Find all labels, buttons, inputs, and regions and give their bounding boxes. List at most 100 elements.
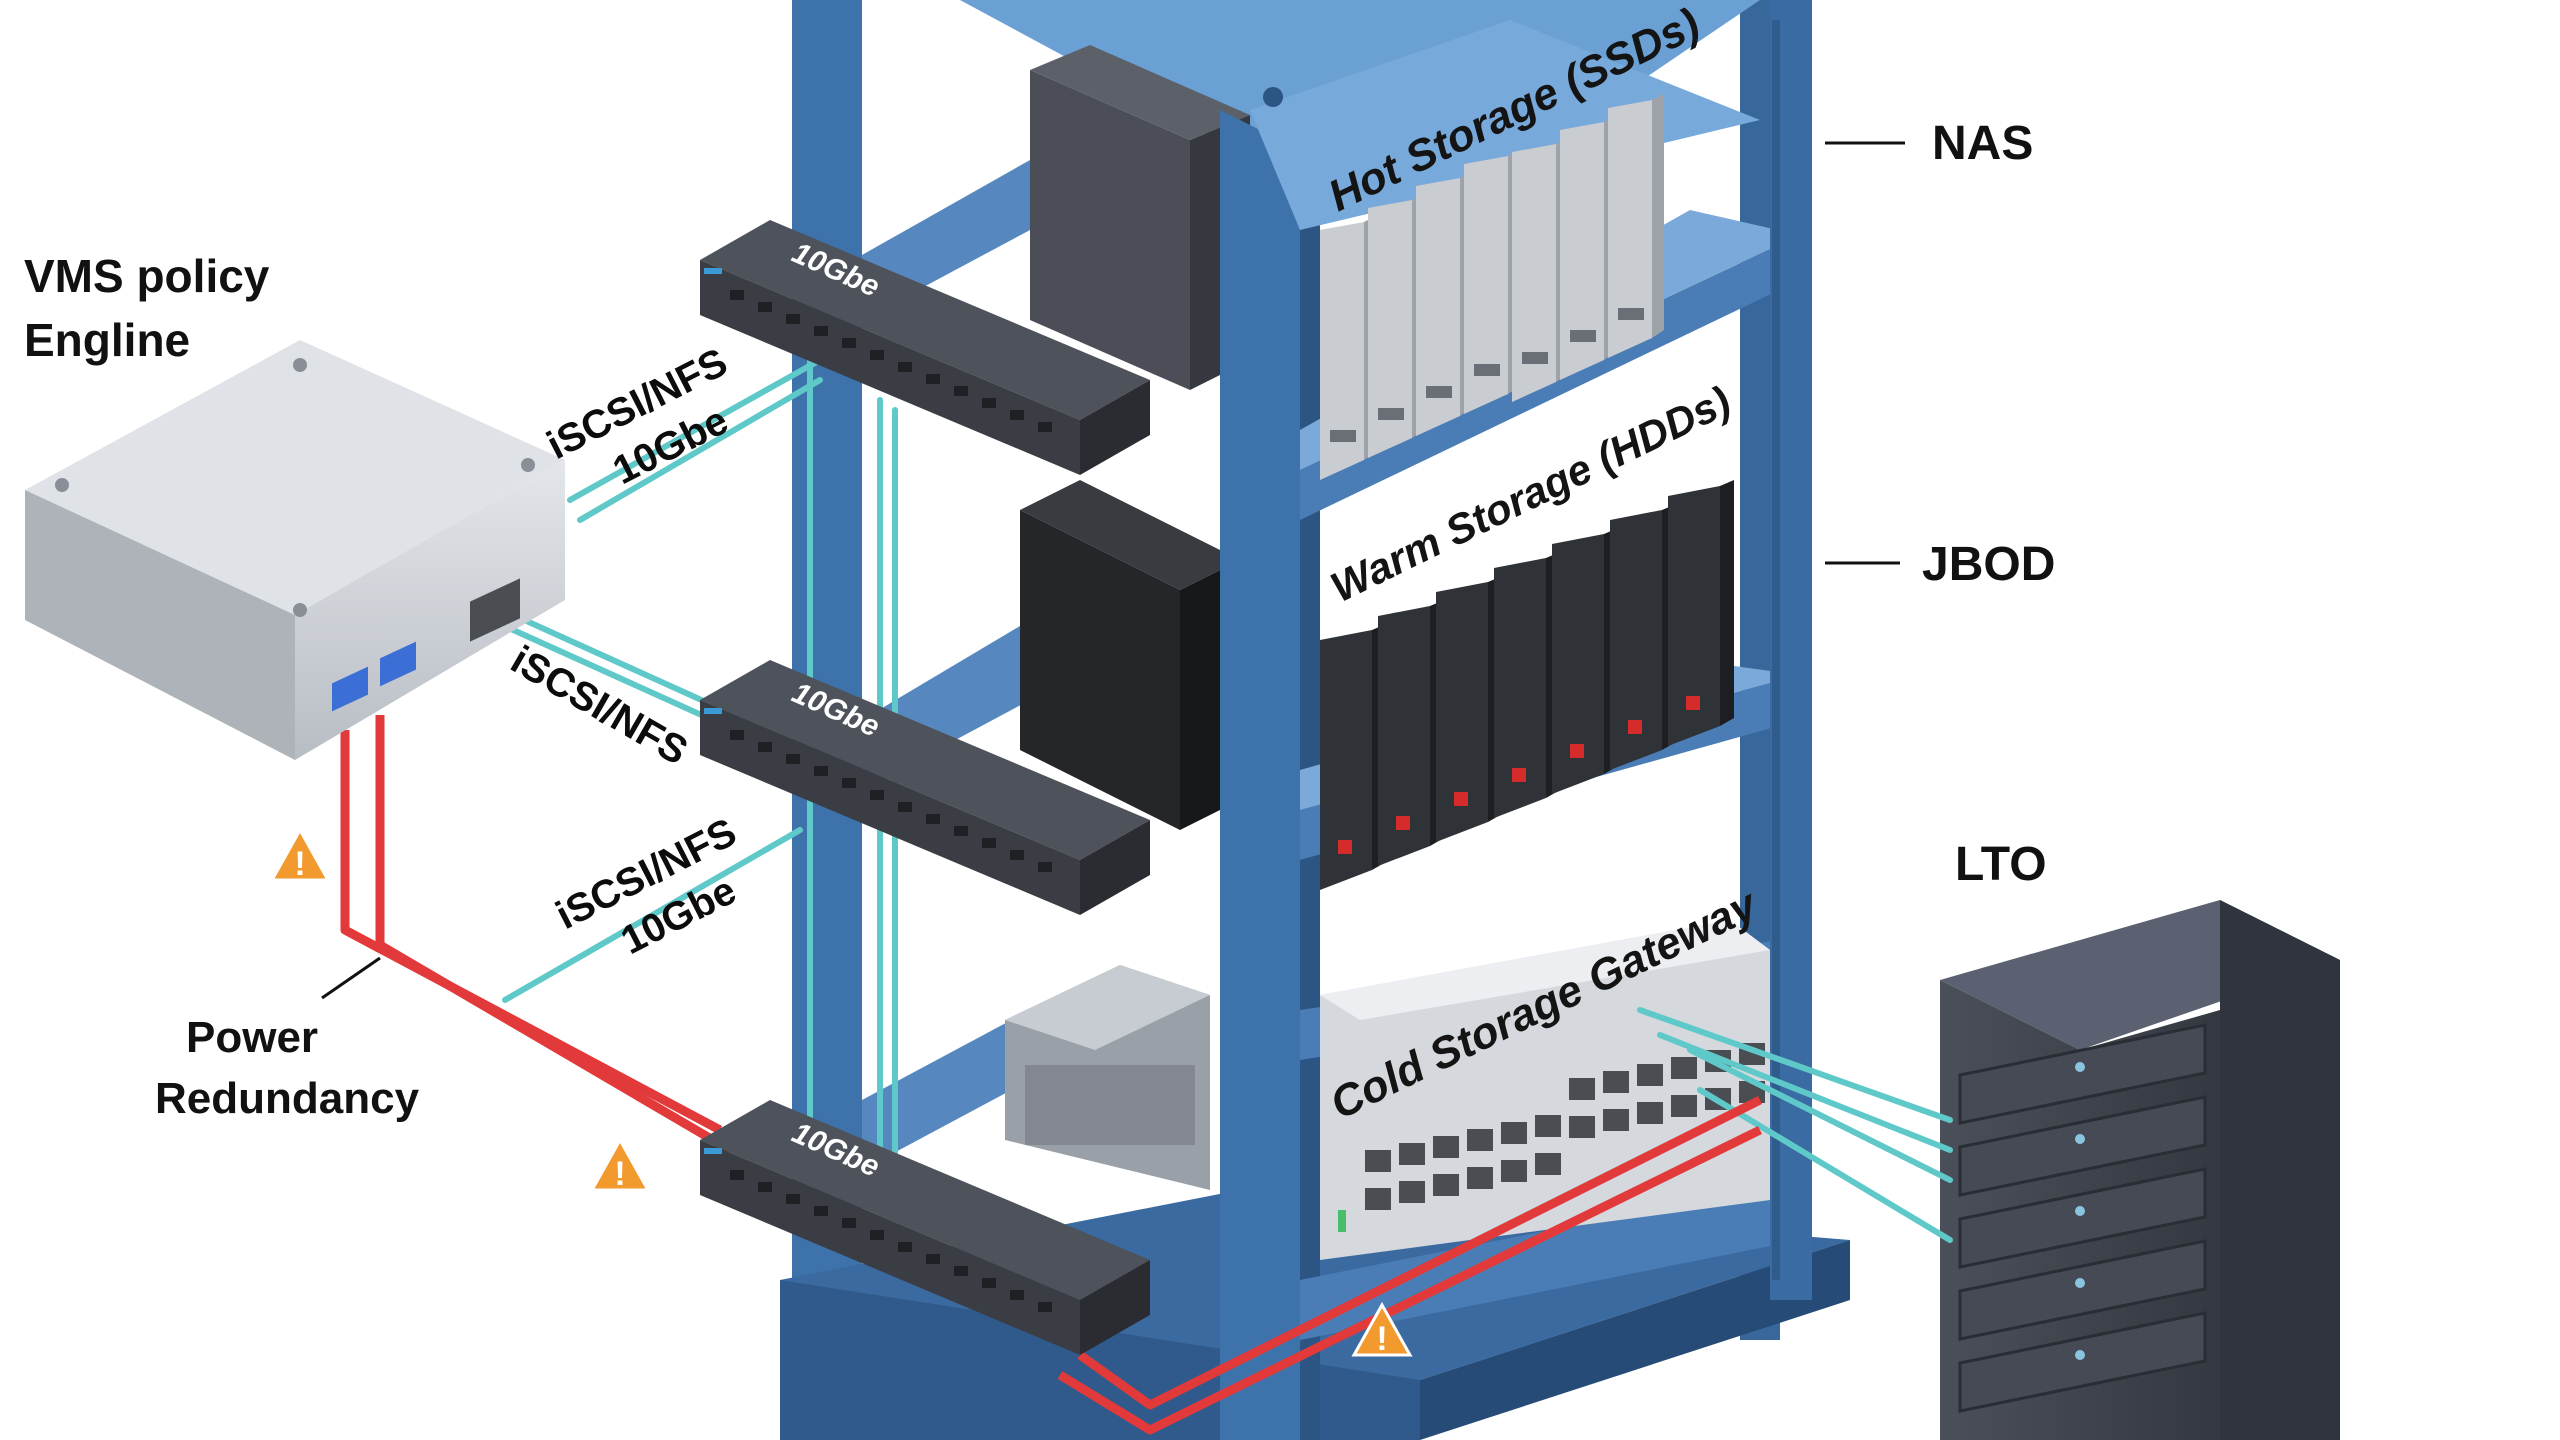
ssd-drive — [1464, 150, 1520, 414]
ethernet-port-icon — [730, 730, 744, 740]
ethernet-port-icon — [870, 1230, 884, 1240]
switch-top: 10Gbe — [700, 220, 1150, 475]
ethernet-port-icon — [786, 754, 800, 764]
ethernet-port-icon — [470, 578, 520, 642]
ethernet-port-icon — [1433, 1136, 1459, 1158]
warm-storage-hdds — [1320, 480, 1734, 890]
power-cable-b — [375, 715, 733, 1154]
usb-port-icon — [332, 666, 368, 712]
power-cables — [340, 715, 1763, 1435]
ethernet-port-icon — [1010, 850, 1024, 860]
lto-drive-slot — [1958, 1167, 2207, 1269]
ethernet-port-icon — [1637, 1064, 1663, 1086]
usb-port-icon — [380, 641, 416, 687]
ethernet-port-icon — [982, 838, 996, 848]
ethernet-port-icon — [814, 1206, 828, 1216]
hdd-drive — [1494, 552, 1560, 818]
status-led-icon — [1338, 1210, 1346, 1232]
ethernet-port-icon — [982, 1278, 996, 1288]
ethernet-port-icon — [954, 386, 968, 396]
power-cable-d — [1057, 1125, 1762, 1435]
rack-back-shelf-3 — [862, 1010, 1030, 1170]
warning-icon: ! — [269, 826, 331, 883]
vms-engine-label-line1: VMS policy — [24, 250, 270, 302]
nas-label: NAS — [1932, 117, 2033, 170]
svg-text:!: ! — [294, 845, 305, 883]
rack-post-holes — [1772, 20, 1780, 1280]
ethernet-port-icon — [786, 314, 800, 324]
switch-bottom: 10Gbe — [700, 1100, 1150, 1355]
lto-library — [1940, 900, 2340, 1440]
lto-label: LTO — [1955, 838, 2047, 891]
lto-drive-slot — [1958, 1239, 2207, 1341]
ethernet-port-icon — [1467, 1167, 1493, 1189]
gateway-port-array — [1365, 1043, 1765, 1210]
lto-drive-slots — [1958, 1023, 2207, 1413]
ethernet-port-icon — [1603, 1109, 1629, 1131]
vms-policy-engine — [25, 340, 565, 760]
ethernet-port-icon — [814, 326, 828, 336]
ethernet-port-icon — [1501, 1122, 1527, 1144]
ssd-drive — [1368, 194, 1424, 458]
ethernet-port-icon — [730, 290, 744, 300]
status-led-icon — [1686, 696, 1700, 710]
ethernet-port-icon — [1671, 1095, 1697, 1117]
svg-text:!: ! — [1376, 1320, 1387, 1358]
switch-middle: 10Gbe — [700, 660, 1150, 915]
ethernet-port-icon — [926, 374, 940, 384]
lto-drive-slot — [1958, 1095, 2207, 1197]
ethernet-port-icon — [730, 1170, 744, 1180]
warning-icon: ! — [589, 1136, 651, 1193]
ethernet-port-icon — [898, 362, 912, 372]
ethernet-port-icon — [758, 742, 772, 752]
ethernet-port-icon — [954, 1266, 968, 1276]
power-redundancy-label-line1: Power — [186, 1013, 318, 1062]
rack-top-plate — [1250, 20, 1760, 230]
ethernet-port-icon — [898, 1242, 912, 1252]
warning-icon: ! — [1351, 1301, 1413, 1358]
status-led-icon — [704, 1148, 722, 1154]
ethernet-port-icon — [982, 398, 996, 408]
ethernet-port-icon — [842, 778, 856, 788]
lto-drive-slot — [1958, 1311, 2207, 1413]
ethernet-port-icon — [1038, 862, 1052, 872]
ssd-drive — [1320, 216, 1376, 480]
ethernet-port-icon — [1535, 1153, 1561, 1175]
ethernet-port-icon — [1569, 1078, 1595, 1100]
hdd-drive — [1610, 504, 1676, 770]
ethernet-port-icon — [926, 814, 940, 824]
ethernet-port-icon — [1467, 1129, 1493, 1151]
ethernet-port-icon — [1433, 1174, 1459, 1196]
fiber-link-engine-bottom — [502, 827, 803, 1003]
ethernet-port-icon — [1637, 1102, 1663, 1124]
ethernet-port-icon — [1501, 1160, 1527, 1182]
power-leader — [321, 956, 381, 1000]
ethernet-port-icon — [1038, 1302, 1052, 1312]
ethernet-port-icon — [842, 1218, 856, 1228]
fiber-gateway-lto-4 — [1697, 1087, 1953, 1243]
ethernet-port-icon — [870, 350, 884, 360]
jbod-label: JBOD — [1922, 538, 2055, 591]
fiber-gateway-lto-3 — [1687, 1047, 1953, 1183]
power-redundancy-label-line2: Redundancy — [155, 1074, 420, 1123]
status-led-icon — [1338, 840, 1352, 854]
fiber-gateway-lto-2 — [1657, 1032, 1953, 1153]
power-cable-c — [1077, 1095, 1763, 1410]
lto-drive-slot — [1958, 1023, 2207, 1125]
ssd-drive — [1512, 138, 1568, 402]
status-led-icon — [704, 268, 722, 274]
ethernet-port-icon — [1399, 1181, 1425, 1203]
ethernet-port-icon — [926, 1254, 940, 1264]
rack-base-side — [1420, 1240, 1850, 1440]
hdd-drive — [1552, 528, 1618, 794]
ethernet-port-icon — [758, 1182, 772, 1192]
ssd-drive — [1608, 94, 1664, 358]
ssd-drive — [1416, 172, 1472, 436]
shelf-bottom-floor — [1300, 1180, 1800, 1340]
leader-lines — [321, 141, 1905, 1000]
hot-storage-ssds — [1320, 94, 1664, 480]
ethernet-port-icon — [954, 826, 968, 836]
ethernet-port-icon — [1671, 1057, 1697, 1079]
